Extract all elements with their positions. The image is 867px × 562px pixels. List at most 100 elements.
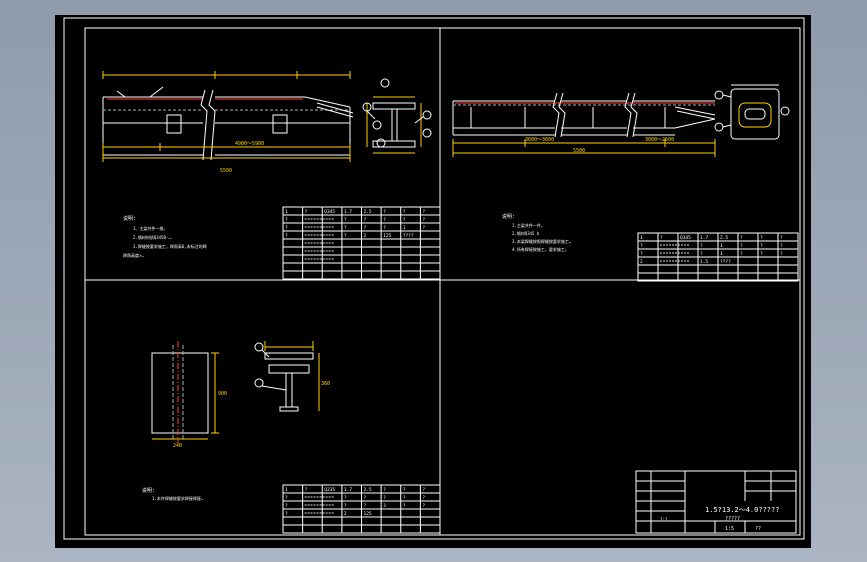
table-cell: ?	[780, 235, 783, 241]
dim-tr-sub2: 3000～2600	[645, 137, 674, 143]
table-cell: 2	[364, 233, 367, 239]
notes-tr-header: 说明:	[502, 213, 515, 220]
table-cell: ?	[344, 495, 347, 501]
title-block-small: ?:?	[660, 517, 668, 522]
title-block-subtitle: ?????	[725, 516, 740, 522]
table-cell: ?	[403, 495, 406, 501]
table-cell: 1.5	[700, 259, 708, 265]
table-cell: Q235	[324, 487, 335, 493]
table-cell: ?	[364, 495, 367, 501]
table-cell: 1	[403, 225, 406, 231]
notes-tl-header: 说明:	[123, 215, 136, 222]
table-cell: ?	[364, 217, 367, 223]
table-cell: Q345	[324, 209, 335, 215]
table-cell: ?	[422, 225, 425, 231]
plate-detail	[151, 341, 219, 443]
table-cell: 1.7	[344, 209, 352, 215]
table-cell: 1	[285, 209, 288, 215]
section-i-beam-left	[362, 78, 432, 154]
title-block-code: ??	[755, 526, 761, 532]
notes-tr-line-4: 4.所有焊接按施工，要求施工。	[512, 246, 569, 252]
dim-tr-total: 5500	[573, 148, 585, 154]
table-cell: ?	[403, 217, 406, 223]
table-cell: ?	[780, 243, 783, 249]
title-block	[635, 470, 797, 534]
outer-frame	[63, 17, 805, 540]
table-cell: ?	[422, 495, 425, 501]
table-cell: ?	[383, 495, 386, 501]
table-cell: ?	[383, 209, 386, 215]
table-cell: 125	[383, 233, 391, 239]
table-cell: 2.5	[364, 487, 372, 493]
table-cell: ?	[383, 487, 386, 493]
notes-tr-line-2: 2.钢材Q345 b	[512, 230, 540, 236]
table-cell: ?	[660, 235, 663, 241]
dim-bl-section: 360	[321, 381, 330, 387]
table-cell: ?	[640, 243, 643, 249]
table-cell: 3	[383, 503, 386, 509]
notes-tl-line-2: 2.钢材材质Q345B-….	[133, 234, 173, 240]
table-cell: ?	[305, 487, 308, 493]
table-cell: 1.7	[700, 235, 708, 241]
dim-bl-width: 240	[173, 443, 182, 449]
table-cell: ?	[700, 251, 703, 257]
table-cell: ?	[422, 209, 425, 215]
drawing-svg: 5500 4900～5900 说明:	[63, 17, 805, 540]
table-cell: 1.7	[344, 487, 352, 493]
table-cell: ?	[760, 235, 763, 241]
inner-frame	[84, 27, 801, 536]
dim-tl-sub: 4900～5900	[235, 141, 264, 147]
table-cell: ?	[740, 235, 743, 241]
dim-tl-total: 5500	[220, 168, 232, 174]
table-cell: 1	[640, 235, 643, 241]
table-cell: Q345	[680, 235, 691, 241]
notes-tr-line-1: 1.主梁共件一件。	[512, 222, 545, 228]
table-cell: ?	[422, 217, 425, 223]
table-cell: ?	[364, 503, 367, 509]
table-cell: 1	[720, 243, 723, 249]
section-t-beam	[254, 341, 320, 412]
table-cell: ?	[285, 511, 288, 517]
notes-bl-line-1: 1.本件焊缝按要求焊接焊接…	[152, 495, 204, 501]
table-cell: ?	[760, 243, 763, 249]
table-cell: 125	[364, 511, 372, 517]
notes-tl-line-3: 3.焊缝按要求施工，焊角高6,未标注的焊	[133, 243, 207, 249]
table-cell: 2.5	[720, 235, 728, 241]
table-cell: ?	[403, 487, 406, 493]
table-cell: ?	[760, 251, 763, 257]
table-cell: ?	[285, 495, 288, 501]
notes-tl-line-4: 焊角高度>…	[123, 252, 144, 258]
table-cell: ?	[285, 225, 288, 231]
dim-bl-height: 900	[218, 391, 227, 397]
table-cell: ?	[740, 243, 743, 249]
dim-tr-sub: 3600～3600	[525, 137, 554, 143]
table-cell: 2	[344, 511, 347, 517]
table-cell: ?	[344, 225, 347, 231]
table-cell: ????	[403, 233, 414, 239]
table-cell: ?	[700, 243, 703, 249]
beam-elevation-right	[452, 92, 716, 157]
table-cell: ?	[640, 251, 643, 257]
table-cell: 1	[720, 251, 723, 257]
drawing-sheet: 5500 4900～5900 说明:	[55, 15, 811, 548]
table-cell: ?	[285, 233, 288, 239]
table-cell: ?	[422, 503, 425, 509]
table-cell: ?	[422, 487, 425, 493]
title-block-scale: 1:5	[725, 526, 734, 532]
table-cell: ?	[740, 251, 743, 257]
table-cell: ????	[720, 259, 731, 265]
table-cell: ?	[364, 225, 367, 231]
table-cell: ?	[344, 233, 347, 239]
notes-tl-line-1: 1、主梁共件一根。	[133, 225, 167, 231]
table-cell: ?	[403, 503, 406, 509]
beam-elevation-left	[102, 71, 354, 162]
table-cell: ?	[305, 209, 308, 215]
table-cell: 2	[640, 259, 643, 265]
section-box-right	[714, 84, 790, 140]
table-cell: 2.5	[364, 209, 372, 215]
notes-bl-header: 说明:	[142, 487, 155, 494]
title-block-title: 1.5?13.2～4.0?????	[705, 506, 779, 514]
notes-tr-line-3: 3.本梁焊缝按照焊缝按要求施工…	[512, 238, 572, 244]
